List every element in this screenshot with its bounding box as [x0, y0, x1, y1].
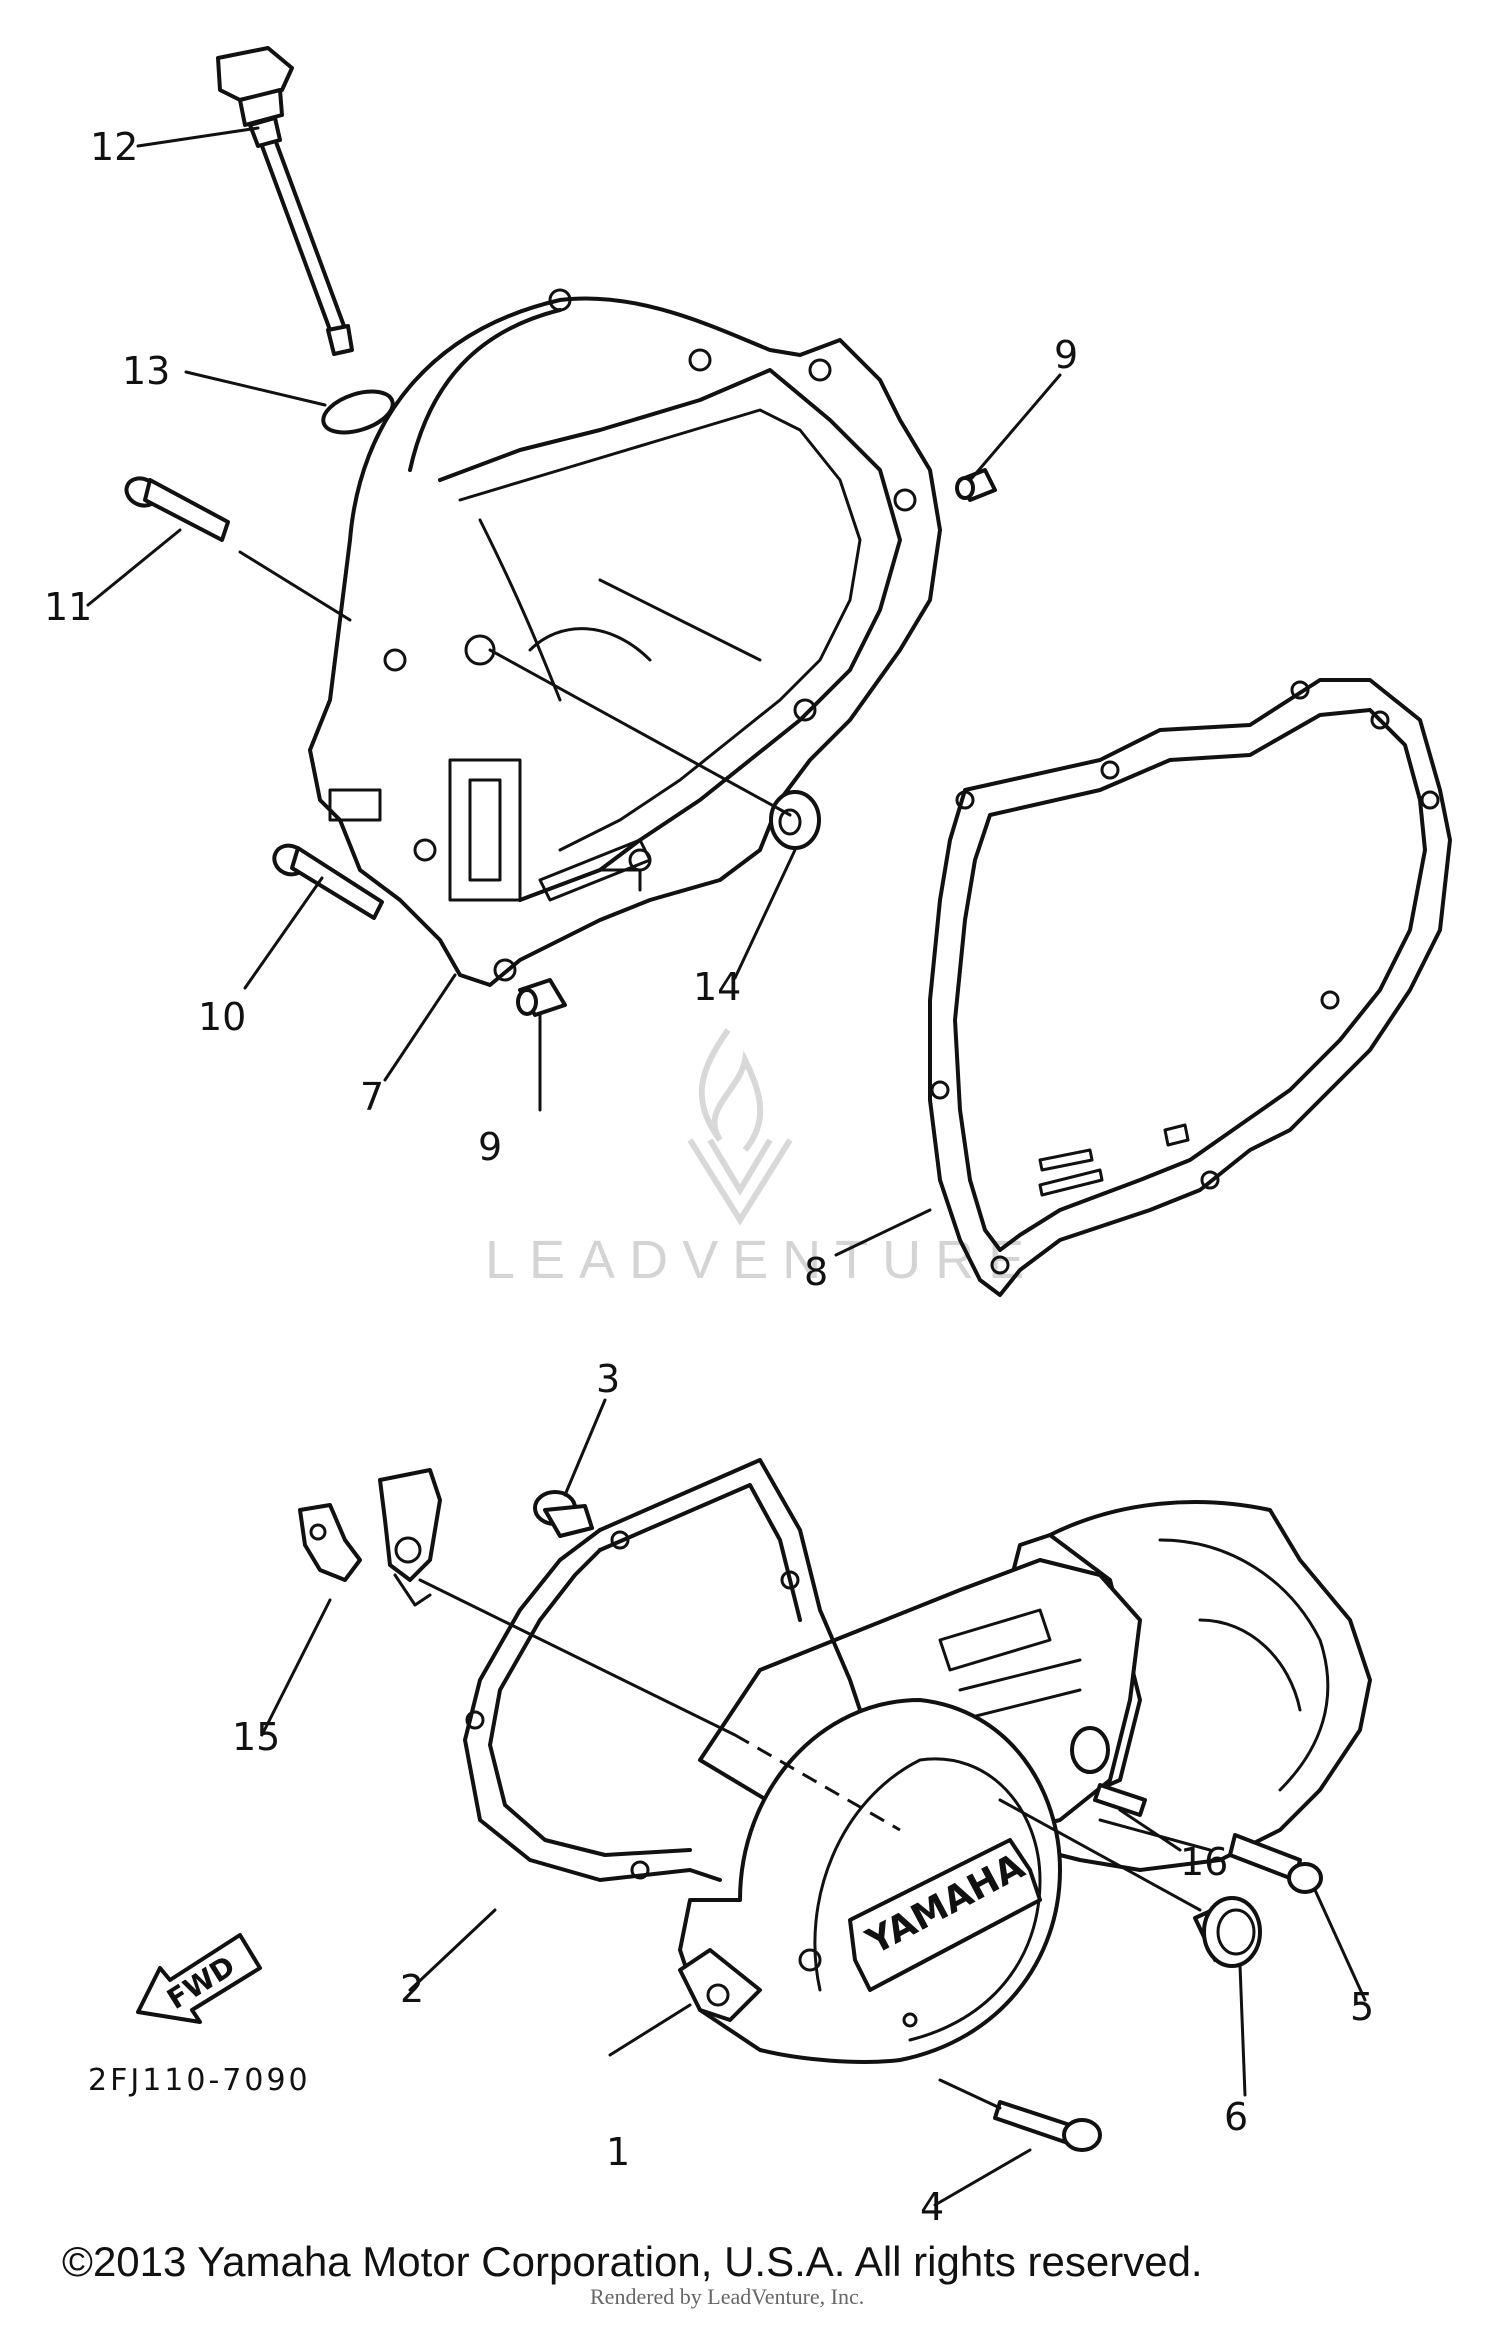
- callout-6: 6: [1224, 2095, 1248, 2139]
- plug-6: [1193, 1896, 1262, 1968]
- callout-11: 11: [44, 585, 92, 629]
- callout-1: 1: [606, 2130, 630, 2174]
- callout-5: 5: [1350, 1985, 1374, 2029]
- callout-15: 15: [232, 1715, 280, 1759]
- callout-4: 4: [920, 2185, 944, 2229]
- leader-lines-lower: [260, 1398, 1367, 2207]
- watermark-text: LEADVENTURE: [485, 1230, 1038, 1290]
- bolt-10: [272, 843, 384, 920]
- diagram-part-number: 2FJ110-7090: [88, 2063, 311, 2098]
- o-ring-13: [321, 389, 395, 435]
- grommet-3: [533, 1490, 594, 1538]
- oil-filler-dipstick-12: [216, 46, 354, 356]
- callout-labels: 1 2 3 4 5 6 7 8 9 9 10 11 12 13 14 15 16: [44, 125, 1374, 2229]
- callout-2: 2: [400, 1967, 424, 2011]
- bolt-11: [124, 476, 230, 542]
- callout-9-lower: 9: [478, 1125, 502, 1169]
- dowel-pin-9-lower: [516, 978, 567, 1017]
- gasket-8: [928, 678, 1452, 1297]
- bolt-4: [993, 2100, 1102, 2152]
- callout-16: 16: [1180, 1840, 1228, 1884]
- bolt-5: [1228, 1833, 1323, 1894]
- bolt-16: [1093, 1783, 1147, 1817]
- flame-logo-icon: [687, 1028, 793, 1226]
- leadventure-watermark: LEADVENTURE: [485, 1028, 1038, 1290]
- callout-8: 8: [804, 1250, 828, 1294]
- copyright-notice: ©2013 Yamaha Motor Corporation, U.S.A. A…: [62, 2238, 1203, 2285]
- callout-13: 13: [122, 349, 170, 393]
- callout-12: 12: [90, 125, 138, 169]
- fwd-direction-arrow: FWD: [136, 1933, 262, 2024]
- callout-14: 14: [693, 965, 741, 1009]
- callout-9-upper: 9: [1054, 333, 1078, 377]
- callout-7: 7: [360, 1075, 384, 1119]
- render-credit: Rendered by LeadVenture, Inc.: [590, 2284, 864, 2309]
- callout-3: 3: [596, 1357, 620, 1401]
- crankcase-cover-7: [308, 288, 942, 987]
- oil-seal-14: [769, 790, 821, 850]
- callout-10: 10: [198, 995, 246, 1039]
- gasket-2: [463, 1458, 862, 1882]
- leader-lines-upper: [86, 126, 1062, 1257]
- clamp-bracket-15: [298, 1468, 442, 1607]
